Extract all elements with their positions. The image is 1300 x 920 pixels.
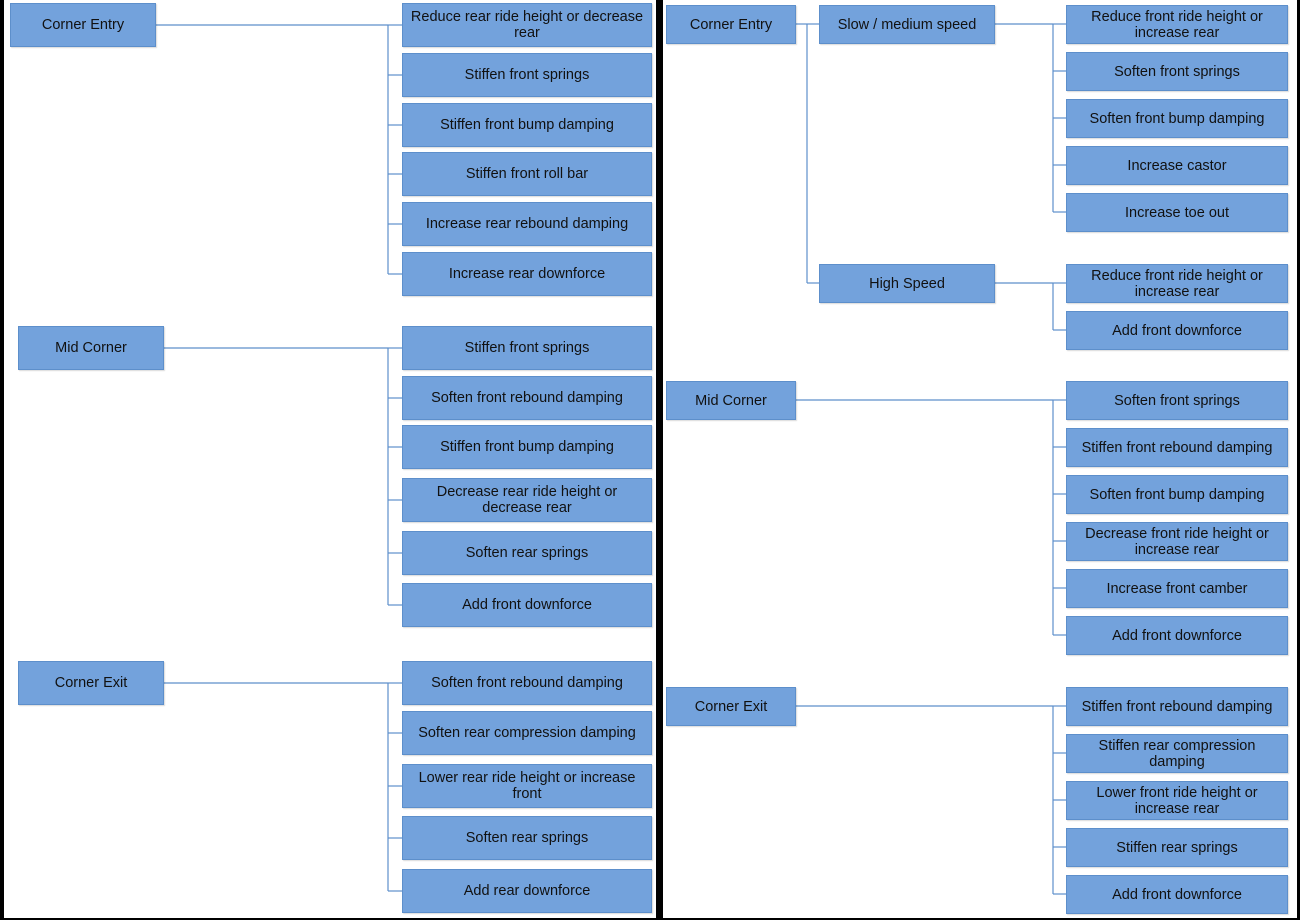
action-box: Soften front bump damping — [1066, 475, 1288, 514]
understeer-tree-panel: Corner Entry Slow / medium speed Reduce … — [663, 0, 1297, 918]
action-box: Reduce front ride height or increase rea… — [1066, 5, 1288, 44]
action-box: Soften rear springs — [402, 531, 652, 575]
action-box: Lower rear ride height or increase front — [402, 764, 652, 808]
action-box: Increase rear rebound damping — [402, 202, 652, 246]
subphase-slow-medium-speed: Slow / medium speed — [819, 5, 995, 44]
action-box: Add front downforce — [1066, 875, 1288, 914]
action-box: Soften front rebound damping — [402, 376, 652, 420]
action-box: Stiffen front rebound damping — [1066, 687, 1288, 726]
action-box: Soften front bump damping — [1066, 99, 1288, 138]
phase-corner-exit: Corner Exit — [18, 661, 164, 705]
action-box: Increase rear downforce — [402, 252, 652, 296]
action-box: Decrease rear ride height or decrease re… — [402, 478, 652, 522]
phase-mid-corner: Mid Corner — [666, 381, 796, 420]
action-box: Soften front springs — [1066, 52, 1288, 91]
action-box: Lower front ride height or increase rear — [1066, 781, 1288, 820]
action-box: Stiffen front springs — [402, 326, 652, 370]
action-box: Increase castor — [1066, 146, 1288, 185]
action-box: Soften rear springs — [402, 816, 652, 860]
action-box: Stiffen front rebound damping — [1066, 428, 1288, 467]
action-box: Add front downforce — [1066, 616, 1288, 655]
action-box: Stiffen rear springs — [1066, 828, 1288, 867]
action-box: Stiffen rear compression damping — [1066, 734, 1288, 773]
oversteer-tree-panel: Corner Entry Reduce rear ride height or … — [4, 0, 656, 918]
phase-mid-corner: Mid Corner — [18, 326, 164, 370]
action-box: Soften front springs — [1066, 381, 1288, 420]
action-box: Reduce rear ride height or decrease rear — [402, 3, 652, 47]
action-box: Soften front rebound damping — [402, 661, 652, 705]
action-box: Stiffen front roll bar — [402, 152, 652, 196]
action-box: Increase toe out — [1066, 193, 1288, 232]
action-box: Add front downforce — [402, 583, 652, 627]
action-box: Decrease front ride height or increase r… — [1066, 522, 1288, 561]
action-box: Add rear downforce — [402, 869, 652, 913]
action-box: Stiffen front bump damping — [402, 425, 652, 469]
action-box: Reduce front ride height or increase rea… — [1066, 264, 1288, 303]
phase-corner-entry: Corner Entry — [10, 3, 156, 47]
action-box: Soften rear compression damping — [402, 711, 652, 755]
phase-corner-entry: Corner Entry — [666, 5, 796, 44]
action-box: Add front downforce — [1066, 311, 1288, 350]
phase-corner-exit: Corner Exit — [666, 687, 796, 726]
action-box: Increase front camber — [1066, 569, 1288, 608]
subphase-high-speed: High Speed — [819, 264, 995, 303]
action-box: Stiffen front bump damping — [402, 103, 652, 147]
action-box: Stiffen front springs — [402, 53, 652, 97]
